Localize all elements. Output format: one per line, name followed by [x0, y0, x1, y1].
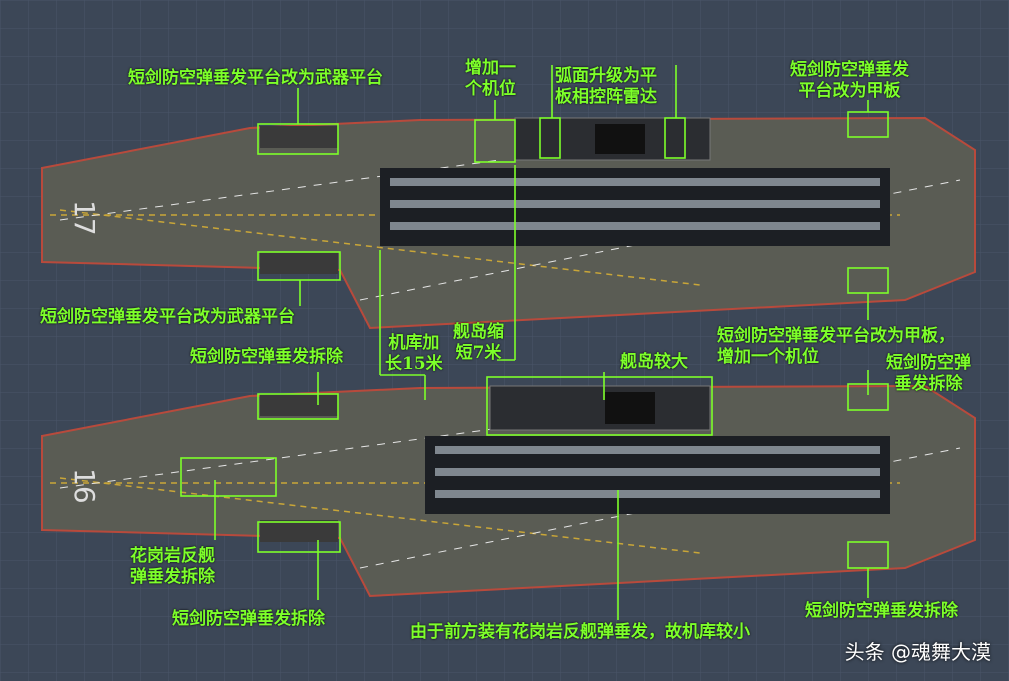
annotation-top-stern-upper: 短剑防空弹垂发平台改为甲板 [790, 60, 909, 101]
annotation-granit-removed: 花岗岩反舰弹垂发拆除 [130, 546, 215, 587]
annotation-bottom-bow-lower: 短剑防空弹垂发拆除 [172, 609, 325, 629]
hull-number-16: 16 [68, 468, 101, 504]
annotation-bottom-bow-upper: 短剑防空弹垂发拆除 [190, 347, 343, 367]
carrier-17: 17 [41, 117, 976, 329]
carrier-16: 16 [41, 385, 976, 597]
annotation-add-spot: 增加一个机位 [465, 58, 516, 99]
annotation-bottom-stern-lower: 短剑防空弹垂发拆除 [805, 601, 958, 621]
annotation-island-shorter: 舰岛缩短7米 [453, 322, 504, 363]
island-16 [489, 385, 711, 431]
annotation-hangar-smaller: 由于前方装有花岗岩反舰弹垂发，故机库较小 [410, 622, 750, 642]
hull-number-17: 17 [68, 200, 101, 236]
annotation-lines [180, 65, 889, 620]
annotation-radar: 弧面升级为平板相控阵雷达 [555, 66, 657, 107]
annotation-island-larger: 舰岛较大 [620, 352, 688, 372]
annotation-top-bow-upper: 短剑防空弹垂发平台改为武器平台 [128, 68, 383, 88]
watermark: 头条 @魂舞大漠 [844, 640, 991, 664]
annotation-top-stern-lower: 短剑防空弹垂发平台改为甲板，增加一个机位 [717, 326, 955, 367]
annotation-bottom-stern-upper: 短剑防空弹垂发拆除 [886, 353, 971, 394]
annotation-top-bow-lower: 短剑防空弹垂发平台改为武器平台 [40, 307, 295, 327]
annotation-hangar-longer: 机库加长15米 [385, 333, 443, 374]
